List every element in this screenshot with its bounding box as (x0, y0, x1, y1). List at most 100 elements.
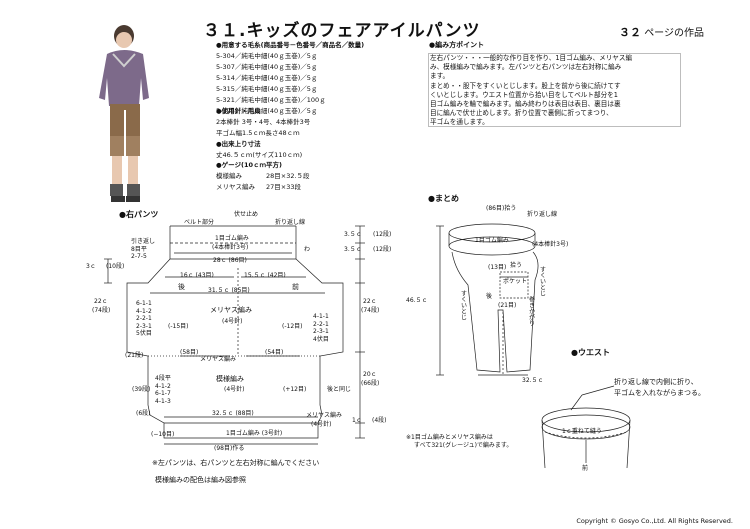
h1-rows-label: (4段) (372, 417, 387, 424)
waist-heading: ●ウエスト (571, 348, 610, 357)
wa-label: わ (304, 246, 311, 253)
row21-label: (21段) (125, 352, 144, 359)
tool-item: 平ゴム幅1.5ｃｍ長さ48ｃｍ (216, 129, 300, 137)
back-top-label: 16ｃ (43目) (180, 272, 214, 279)
cast-on-label: (98目)作る (214, 445, 245, 452)
point-line: 目ゴム編みを輪で編みます。編み終わりは表目は表目、裏目は裏 (430, 100, 621, 109)
increase-list: 4段平 4-1-2 6-1-7 4-1-3 (155, 375, 171, 405)
size-item: 丈46.５ｃｍ(サイズ110ｃｍ) (216, 151, 303, 159)
waist-instruction-2: 平ゴムを入れながらまつる。 (614, 389, 705, 397)
points-box: 左右パンツ・・・一般的な作り目を作り、1目ゴム編み、メリヤス編 み、模様編みで編… (428, 53, 681, 127)
h3-rows-label: (10段) (106, 263, 125, 270)
back-label: 後 (178, 283, 185, 291)
finishing-rib-label: 1目ゴム編み (475, 237, 509, 244)
pick-up-label: 拾う (510, 262, 523, 269)
pick13-label: (13目) (488, 264, 507, 271)
page-reference: ３２ ページの作品 (619, 24, 704, 40)
size-section: ●出来上り寸法 丈46.５ｃｍ(サイズ110ｃｍ) (216, 139, 302, 161)
hem-stockinette-label: メリヤス編み (306, 412, 343, 419)
short-rows-label: 引き返し 8目平 2-7-5 (131, 238, 155, 261)
page-reference-text: ページの作品 (644, 28, 704, 39)
increase-line: 4-1-3 (155, 397, 171, 405)
h3-label: 3ｃ (86, 263, 96, 270)
point-line: まとめ・・股下をすくいとじします。股上を前から後に続けてす (430, 81, 621, 90)
materials-heading: ●用意する毛糸(商品番号－色番号／商品名／数量) (216, 41, 365, 49)
waist-instruction-1: 折り返し線で内側に折り、 (614, 378, 698, 386)
h22-left-label: 22ｃ (94, 298, 108, 305)
whip-stitch-label: 巻きかがり (527, 296, 535, 326)
point-line: くいとじします。ウエスト位置から拾い目をしてベルト部分を1 (430, 90, 618, 99)
increase-line: 4段平 (155, 375, 171, 382)
needles-4dpn-label: (4本棒針3号) (212, 244, 249, 251)
h35a-rows-label: (12段) (373, 231, 392, 238)
gauge-value: 28目×32.５段 (266, 172, 310, 180)
sukui-left-label: すくいとじ (459, 290, 467, 320)
material-item: 5-321／純毛中細(40ｇ玉巻)／100ｇ (216, 96, 326, 104)
left-decrease-list: 6-1-1 4-1-2 2-2-1 2-3-1 5伏目 (136, 300, 152, 338)
belt-label: ベルト部分 (184, 219, 215, 226)
yarn-note-2: すべて321(グレージュ)で編みます。 (414, 442, 513, 449)
material-item: 5-304／純毛中細(40ｇ玉巻)／5ｇ (216, 52, 318, 60)
finishing-fold-line-label: 折り返し線 (527, 211, 558, 218)
short-row-line: 8目平 (131, 245, 147, 253)
overlap-label: 1ｃ重ねて縫う (562, 428, 602, 435)
materials-section: ●用意する毛糸(商品番号－色番号／商品名／数量) 5-304／純毛中細(40ｇ玉… (216, 40, 364, 117)
decrease-line: 2-2-1 (313, 320, 329, 328)
minus12-label: (-12目) (282, 323, 303, 330)
short-row-line: 2-7-5 (131, 253, 147, 260)
rib-hem-label: 1目ゴム編み (3号針) (226, 430, 283, 437)
pick86-label: (86目)拾う (486, 205, 517, 212)
rib-waist-label: 1目ゴム編み (215, 235, 249, 242)
pattern-label: 模様編み (216, 375, 244, 383)
right-decrease-list: 4-1-1 2-2-1 2-3-1 4伏目 (313, 313, 329, 343)
bind-off-label: 伏せ止め (234, 211, 259, 218)
minus15-label: (-15目) (168, 323, 189, 330)
child-photo-illustration (99, 25, 149, 202)
point-line: 左右パンツ・・・一般的な作り目を作り、1目ゴム編み、メリヤス編 (430, 54, 633, 62)
stockinette-mid-label: メリヤス編み (200, 356, 237, 363)
gauge-row: メリヤス編み 27目×33段 (216, 182, 310, 193)
finishing-back-label: 後 (486, 293, 493, 300)
tools-section: ●使用針・用具 2本棒針 3号・4号、4本棒針3号 平ゴム幅1.5ｃｍ長さ48ｃ… (216, 106, 310, 139)
point-line: み、模様編みで編みます。左パンツと右パンツは左右対称に編み (430, 63, 622, 72)
gauge-name: 模様編み (216, 172, 242, 180)
w325-label: 32.５ｃ (522, 377, 544, 384)
page-title: ３１.キッズのフェアアイルパンツ (203, 21, 481, 41)
finishing-needles-label: (4本棒針3号) (532, 241, 569, 248)
size-heading: ●出来上り寸法 (216, 140, 261, 148)
finishing-heading: ●まとめ (428, 194, 459, 203)
waist-front-label: 前 (582, 465, 589, 472)
st58-label: (58目) (180, 349, 199, 356)
decrease-line: 2-3-1 (313, 328, 329, 335)
increase-line: 6-1-7 (155, 390, 171, 397)
right-pants-heading: ●右パンツ (119, 210, 159, 219)
body-width-label: 31.５ｃ (85目) (208, 287, 250, 294)
st54-label: (54目) (265, 349, 284, 356)
decrease-line: 4伏目 (313, 335, 329, 343)
point-line: ます。 (430, 72, 450, 81)
decrease-line: 4-1-2 (136, 307, 152, 315)
same-as-back-label: 後と同じ (327, 386, 352, 393)
stockinette-label: メリヤス編み (210, 306, 252, 314)
h35b-label: 3.５ｃ (344, 246, 362, 253)
left-pants-note: ※左パンツは、右パンツと左右対称に編んでください (152, 459, 320, 467)
plus12-label: (+12目) (283, 386, 307, 393)
gauge-row: 模様編み 28目×32.５段 (216, 171, 310, 182)
decrease-line: 6-1-1 (136, 300, 152, 307)
fold-line-label: 折り返し線 (275, 219, 306, 226)
pick21-label: (21目) (498, 302, 517, 309)
h22-right-label: 22ｃ (363, 298, 377, 305)
yarn-note-1: ※1目ゴム編みとメリヤス編みは (406, 434, 493, 441)
pocket-label: ポケット (503, 278, 528, 285)
tools-heading: ●使用針・用具 (216, 107, 261, 115)
point-line: 目に編んで伏せ止めします。折り位置で裏側に折ってまつり、 (430, 109, 613, 118)
front-label: 前 (292, 283, 299, 291)
h22-left-rows-label: (74段) (92, 307, 111, 314)
decrease-line: 2-2-1 (136, 315, 152, 322)
needle4-label: (4号針) (222, 318, 243, 325)
material-item: 5-315／純毛中細(40ｇ玉巻)／5ｇ (216, 85, 318, 93)
gauge-name: メリヤス編み (216, 183, 255, 191)
gauge-value: 27目×33段 (266, 183, 301, 191)
